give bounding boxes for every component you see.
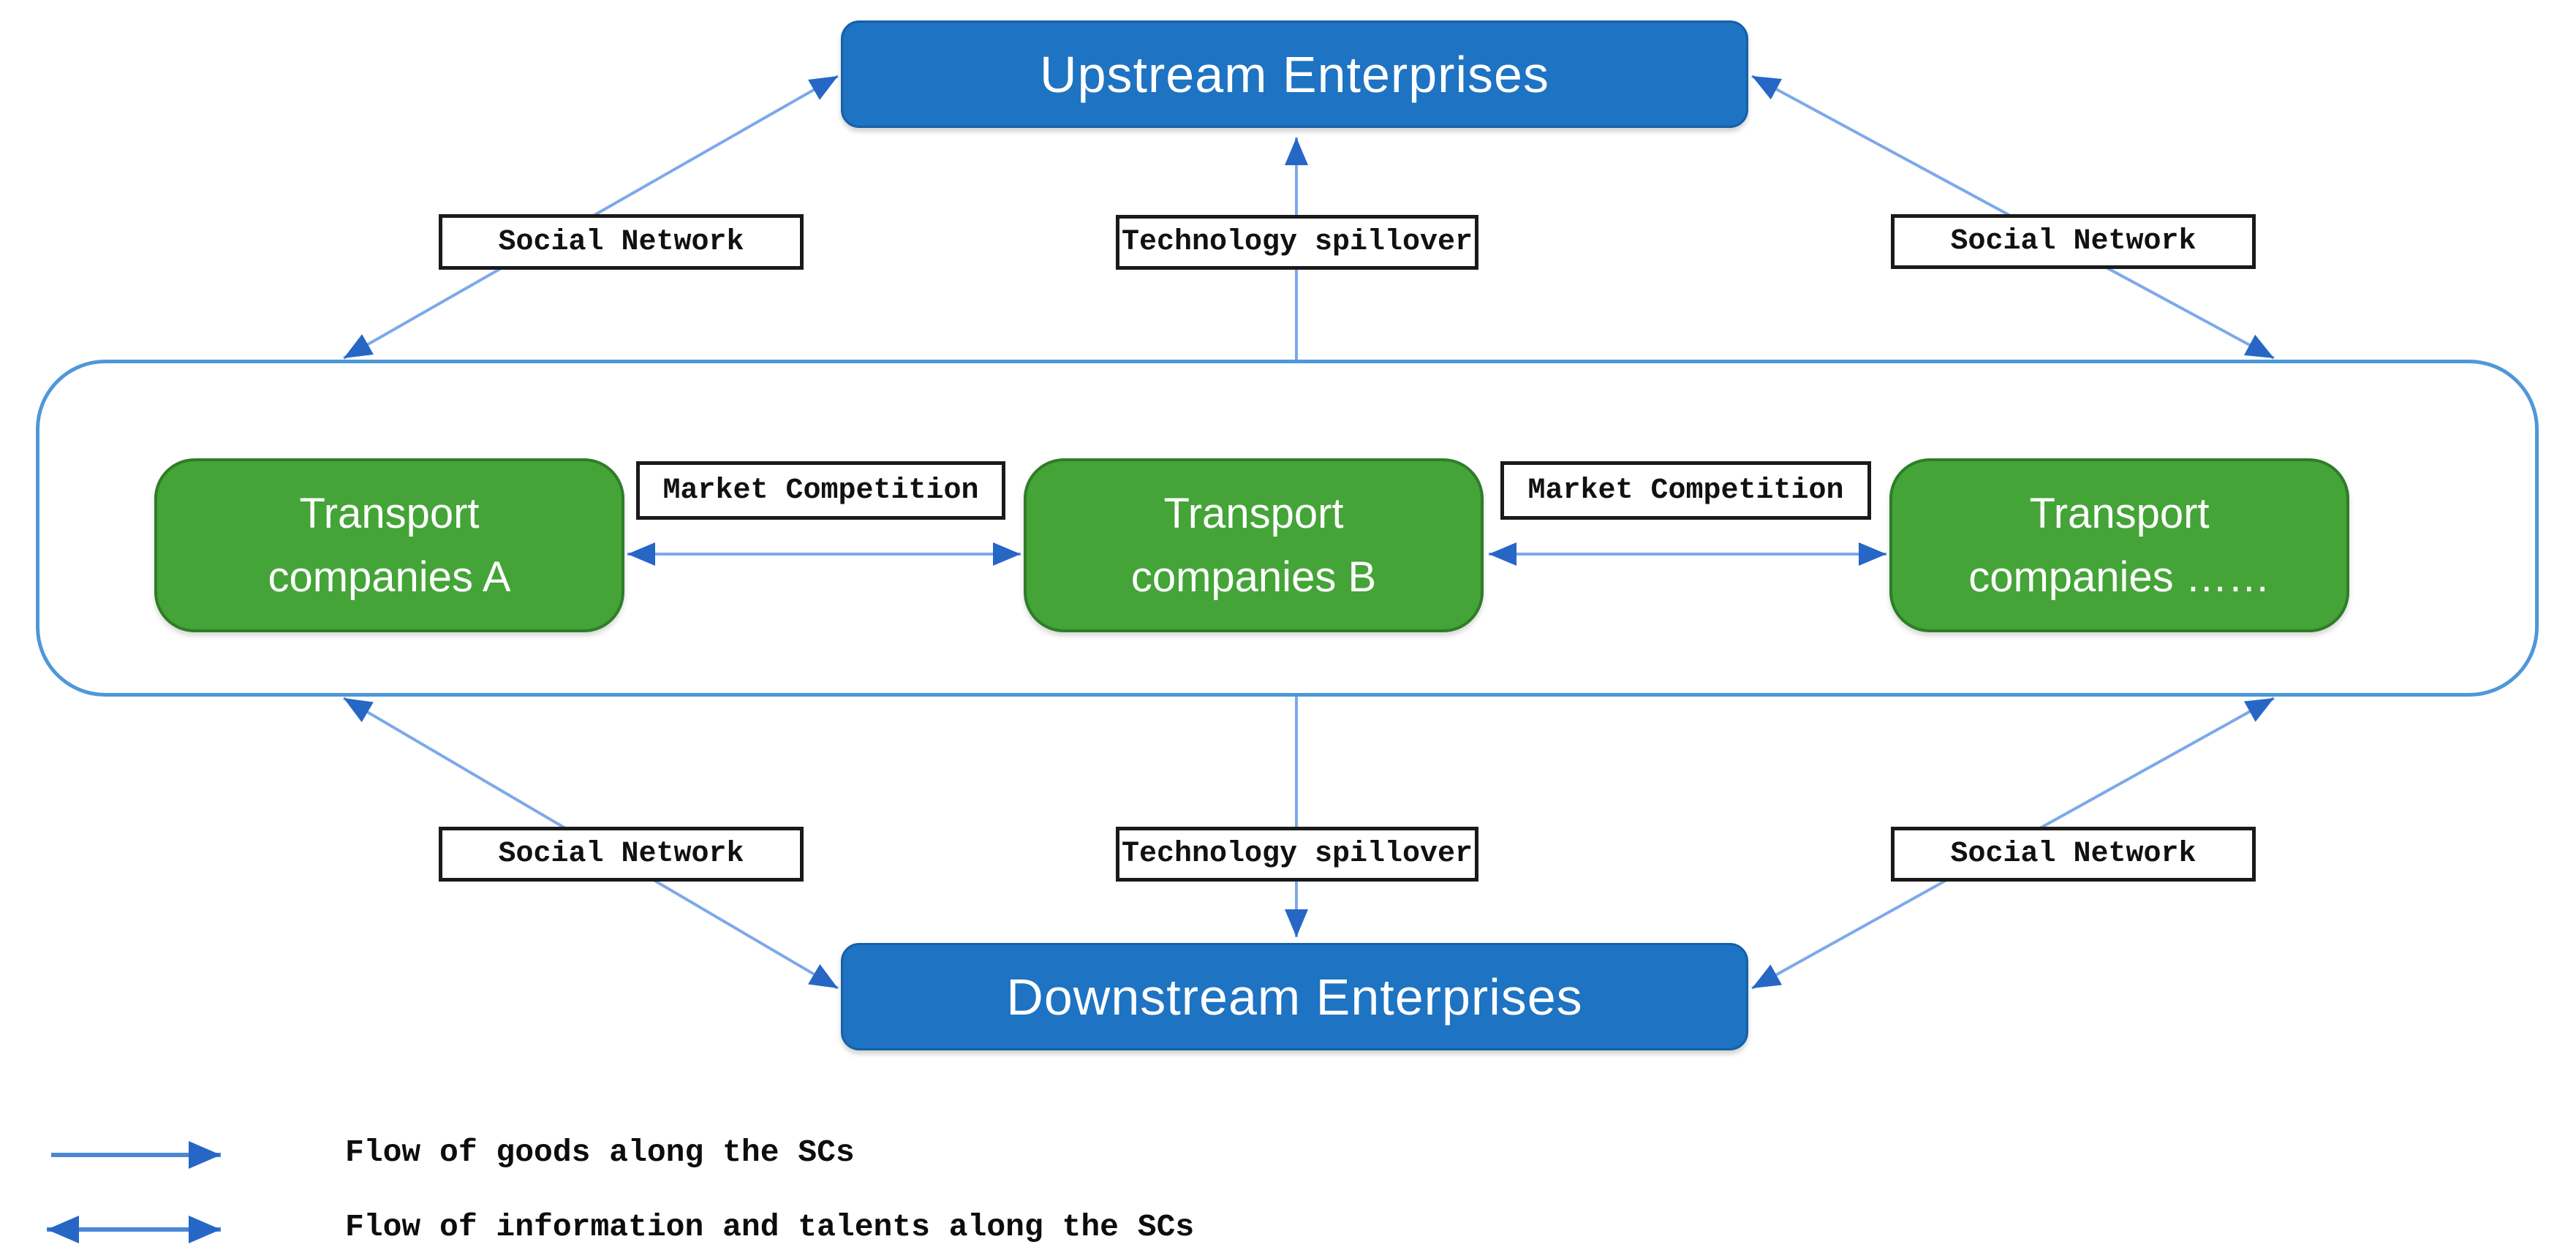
downstream-enterprises-box: Downstream Enterprises: [841, 943, 1748, 1050]
label-social-network-bottom-left: Social Network: [439, 827, 804, 882]
transport-company-etc-box: Transport companies ……: [1889, 458, 2349, 632]
transport-company-a-box: Transport companies A: [154, 458, 624, 632]
label-technology-spillover-bottom: Technology spillover: [1116, 827, 1478, 882]
label-social-network-top-left: Social Network: [439, 214, 804, 270]
transport-company-a-label-line1: Transport: [299, 490, 480, 537]
label-social-network-bottom-right: Social Network: [1891, 827, 2256, 882]
transport-company-b-label-line2: companies B: [1130, 553, 1377, 601]
label-market-competition-left: Market Competition: [636, 461, 1005, 520]
transport-company-b-box: Transport companies B: [1024, 458, 1484, 632]
label-market-competition-right: Market Competition: [1500, 461, 1871, 520]
transport-company-a-label-line2: companies A: [268, 553, 511, 601]
transport-company-etc-label-line1: Transport: [2029, 490, 2210, 537]
transport-company-etc-label-line2: companies ……: [1968, 553, 2270, 601]
label-technology-spillover-top: Technology spillover: [1116, 215, 1478, 270]
label-social-network-top-right: Social Network: [1891, 214, 2256, 269]
transport-company-b-label-line1: Transport: [1163, 490, 1344, 537]
downstream-enterprises-label: Downstream Enterprises: [1006, 968, 1583, 1026]
upstream-enterprises-label: Upstream Enterprises: [1040, 45, 1549, 103]
legend-item-flow-of-goods: Flow of goods along the SCs: [345, 1134, 855, 1170]
legend-item-flow-of-information: Flow of information and talents along th…: [345, 1209, 1195, 1245]
upstream-enterprises-box: Upstream Enterprises: [841, 20, 1748, 128]
